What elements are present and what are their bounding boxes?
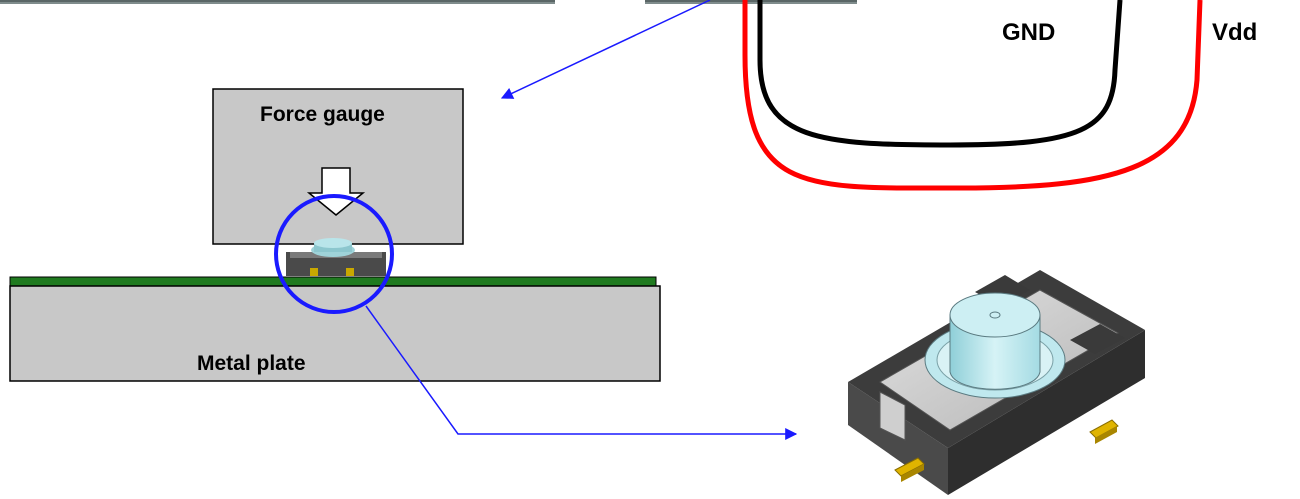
down-arrow-icon (306, 167, 366, 216)
zoom-connector-arrow (365, 305, 798, 440)
highlight-circle (274, 194, 394, 314)
metal-plate-label: Metal plate (197, 352, 306, 375)
photo-to-gauge-arrow (500, 0, 711, 99)
top-photo-fragment-center (645, 0, 857, 4)
top-photo-fragment-left (0, 0, 555, 4)
metal-plate-block (9, 285, 661, 382)
tactile-switch-icon (848, 270, 1145, 495)
switch-under-test (286, 238, 386, 276)
pcb-board (9, 276, 657, 287)
force-gauge-block (212, 88, 464, 245)
vdd-wire (742, 0, 1203, 191)
gnd-label: GND (1002, 19, 1055, 46)
force-gauge-label: Force gauge (260, 103, 385, 126)
vdd-label: Vdd (1212, 19, 1257, 46)
gnd-wire (757, 0, 1123, 148)
